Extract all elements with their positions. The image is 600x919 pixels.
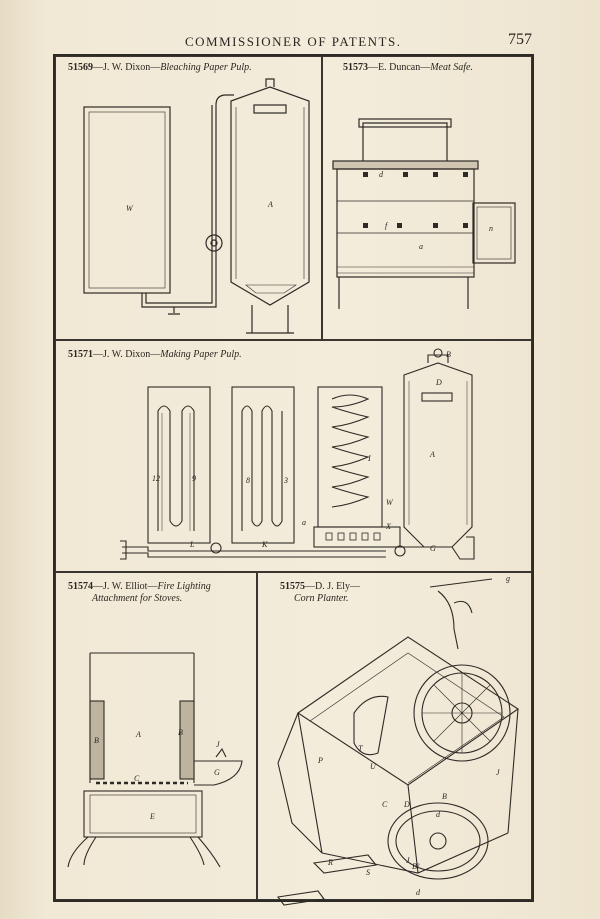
inventor: J. W. Dixon xyxy=(103,349,151,360)
patent-title: Bleaching Paper Pulp. xyxy=(160,62,252,73)
label-a: a xyxy=(419,242,423,251)
drawing-pulp-apparatus: 12 9 8 3 L K a B D A I W X G xyxy=(120,348,475,560)
patent-number: 51573 xyxy=(343,62,368,73)
label-C: C xyxy=(382,800,388,809)
page-number: 757 xyxy=(508,31,532,48)
label-T: T xyxy=(358,744,363,753)
caption-51573: 51573—E. Duncan—Meat Safe. xyxy=(343,62,473,73)
drawing-bleaching-apparatus: W A xyxy=(83,78,310,334)
label-8: 8 xyxy=(246,476,250,485)
panel-51573: 51573—E. Duncan—Meat Safe. xyxy=(322,56,532,340)
label-W: W xyxy=(126,204,134,213)
panel-51574: 51574—J. W. Elliot—Fire Lighting Attachm… xyxy=(55,572,257,900)
panel-51571: 51571—J. W. Dixon—Making Paper Pulp. xyxy=(55,340,532,572)
patent-title: Making Paper Pulp. xyxy=(160,349,242,360)
caption-51571: 51571—J. W. Dixon—Making Paper Pulp. xyxy=(68,349,242,360)
label-B-left: B xyxy=(94,736,99,745)
label-U: U xyxy=(370,762,377,771)
label-D: D xyxy=(403,800,410,809)
label-S: S xyxy=(366,868,370,877)
label-G: G xyxy=(430,544,436,553)
label-d: d xyxy=(436,810,441,819)
label-A: A xyxy=(429,450,435,459)
label-X: X xyxy=(385,522,392,531)
label-B: B xyxy=(442,792,447,801)
label-d: d xyxy=(379,170,384,179)
running-head: COMMISSIONER OF PATENTS. xyxy=(185,34,402,49)
label-P: P xyxy=(317,756,323,765)
patent-title-line2: Attachment for Stoves. xyxy=(92,593,183,604)
drawing-stove-attachment: B A B J G C E xyxy=(67,652,243,868)
label-J-lower: J xyxy=(406,856,410,865)
patent-number: 51574 xyxy=(68,581,93,592)
panel-51569: 51569—J. W. Dixon—Bleaching Paper Pulp. xyxy=(55,56,322,340)
label-a: a xyxy=(302,518,306,527)
caption-51574: 51574—J. W. Elliot—Fire Lighting Attachm… xyxy=(68,581,211,604)
label-J: J xyxy=(216,740,220,749)
label-A: A xyxy=(135,730,141,739)
patent-title: Fire Lighting xyxy=(157,581,211,592)
inventor: E. Duncan xyxy=(378,62,421,73)
label-g: g xyxy=(506,574,510,583)
label-B: B xyxy=(446,350,451,359)
label-G: G xyxy=(214,768,220,777)
inventor: J. W. Dixon xyxy=(103,62,151,73)
label-L: L xyxy=(189,540,195,549)
inventor: D. J. Ely xyxy=(315,581,350,592)
caption-51569: 51569—J. W. Dixon—Bleaching Paper Pulp. xyxy=(68,62,252,73)
label-K: K xyxy=(261,540,268,549)
caption-51575: 51575—D. J. Ely— Corn Planter. xyxy=(280,581,360,604)
label-n: n xyxy=(489,224,493,233)
patent-number: 51569 xyxy=(68,62,93,73)
panel-51575: 51575—D. J. Ely— Corn Planter. xyxy=(257,572,532,906)
patent-number: 51575 xyxy=(280,581,305,592)
inventor: J. W. Elliot xyxy=(103,581,148,592)
illustration-frame: 51569—J. W. Dixon—Bleaching Paper Pulp. xyxy=(53,54,534,906)
patent-number: 51571 xyxy=(68,349,93,360)
drawing-meat-safe: d f a n xyxy=(332,118,516,309)
label-D: D xyxy=(435,378,442,387)
drawing-corn-planter: g P T U C D B d J B² S J d R xyxy=(277,574,519,906)
patent-title: Corn Planter. xyxy=(294,593,349,604)
label-C: C xyxy=(134,774,140,783)
label-f: f xyxy=(385,221,389,230)
label-d-lower: d xyxy=(416,888,421,897)
label-J-upper: J xyxy=(496,768,500,777)
label-E: E xyxy=(149,812,155,821)
label-W: W xyxy=(386,498,394,507)
label-9: 9 xyxy=(192,474,196,483)
patent-title: Meat Safe. xyxy=(430,62,473,73)
label-12: 12 xyxy=(152,474,160,483)
label-A: A xyxy=(267,200,273,209)
label-R: R xyxy=(327,858,333,867)
label-I: I xyxy=(367,454,371,463)
label-B-right: B xyxy=(178,728,183,737)
label-3: 3 xyxy=(283,476,288,485)
label-B2: B² xyxy=(412,862,420,871)
